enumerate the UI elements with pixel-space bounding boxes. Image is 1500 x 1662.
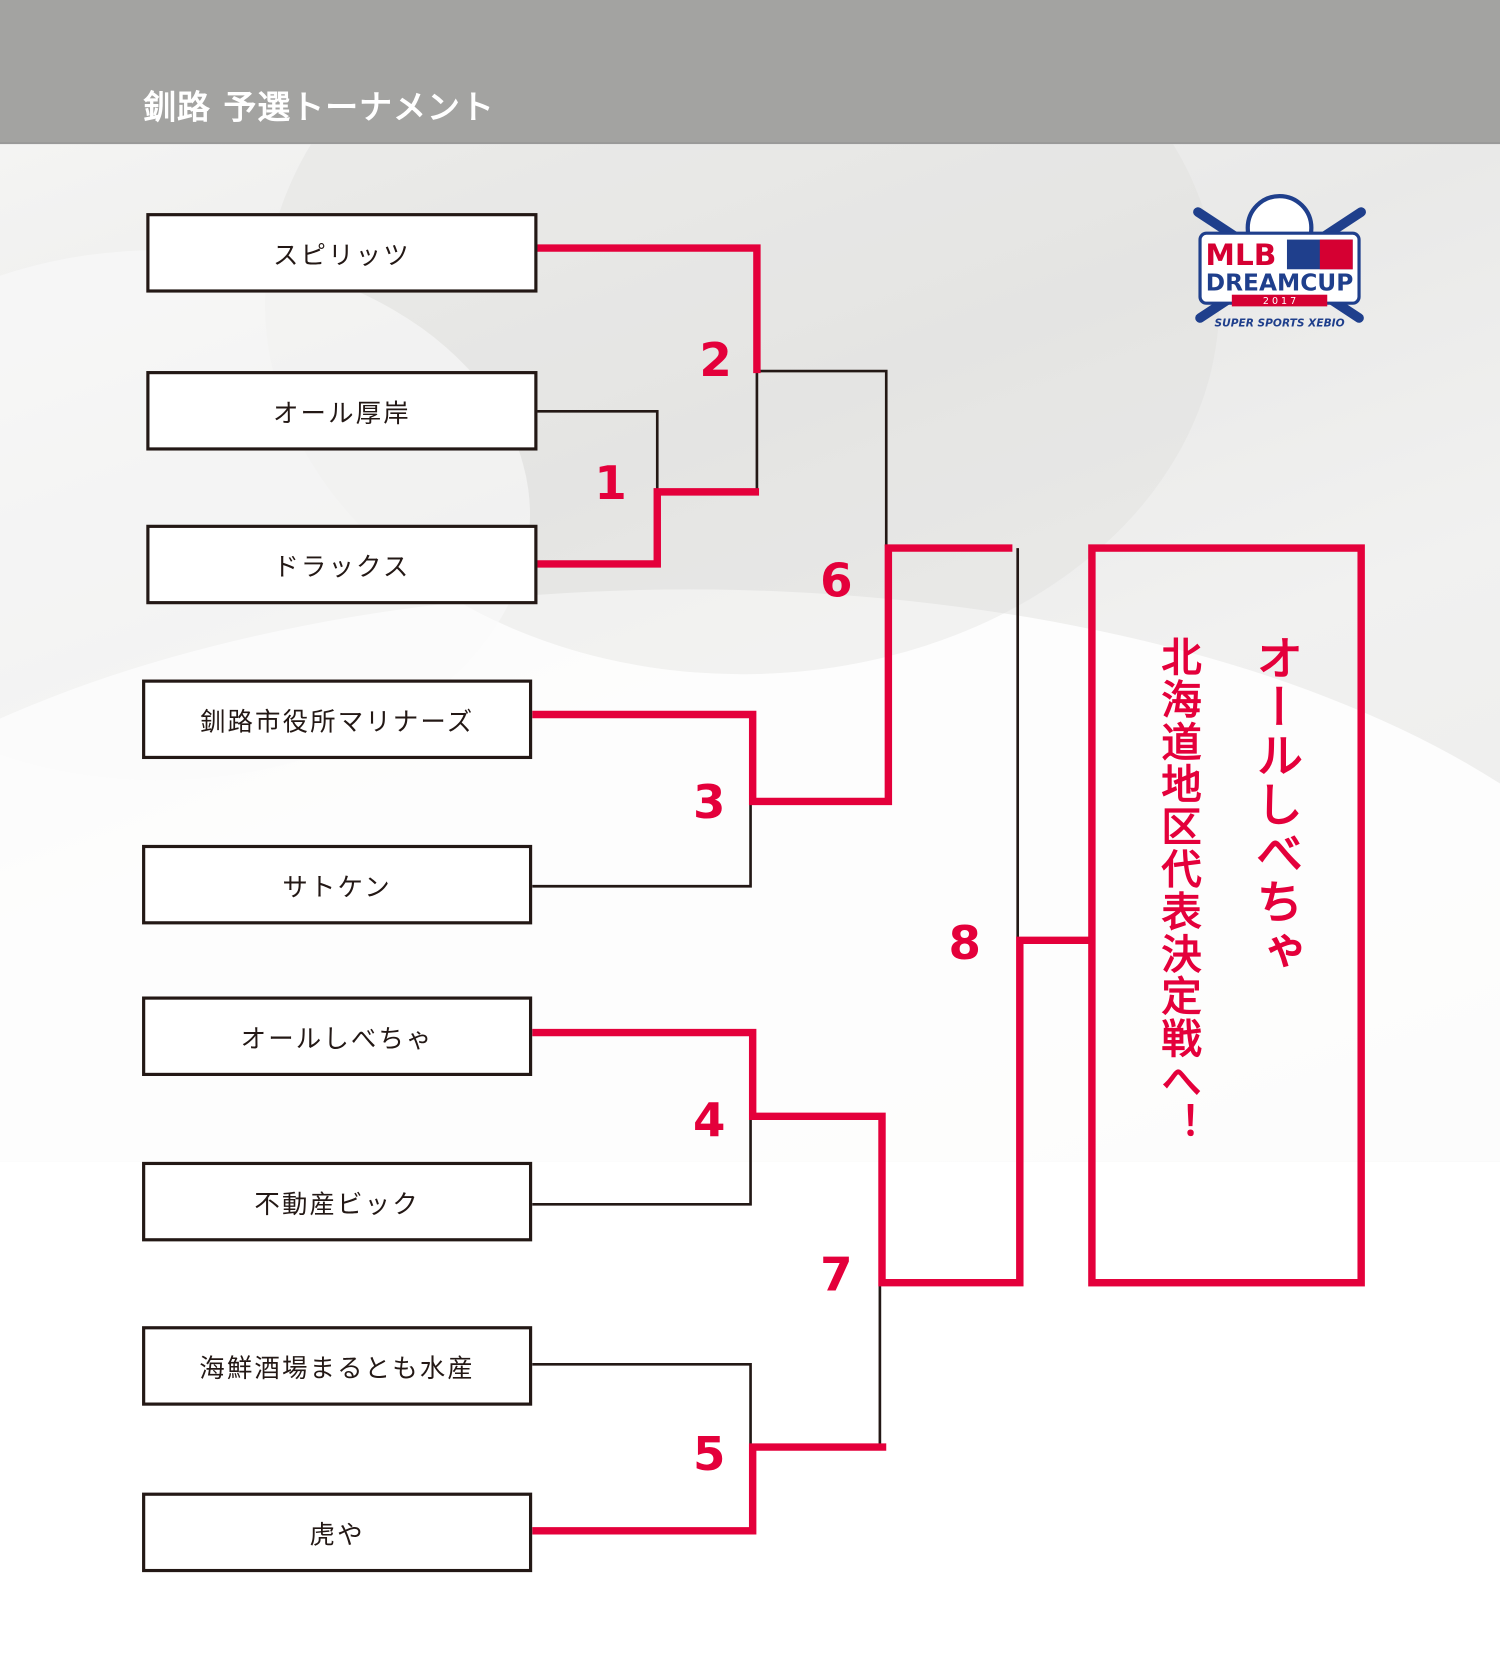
winner-name: オールしべちゃ — [1247, 633, 1302, 976]
loser-line — [755, 369, 888, 546]
loser-line — [532, 801, 752, 888]
team-box: スピリッツ — [146, 213, 538, 293]
match-number: 1 — [594, 456, 627, 511]
winner-line — [537, 244, 761, 374]
svg-text:SUPER SPORTS XEBIO: SUPER SPORTS XEBIO — [1214, 318, 1344, 330]
final-box — [1088, 544, 1365, 1287]
match-number: 4 — [692, 1093, 726, 1148]
match-number: 6 — [820, 553, 853, 608]
team-box: 不動産ビック — [142, 1161, 533, 1242]
match-number: 8 — [948, 916, 981, 971]
mlb-dreamcup-logo: MLB DREAMCUP 2 0 1 7 SUPER SPORTS XEBIO — [1193, 193, 1366, 330]
loser-line — [532, 1116, 752, 1206]
match-number: 5 — [692, 1427, 726, 1482]
page-title: 釧路 予選トーナメント — [143, 89, 495, 128]
team-box: ドラックス — [146, 524, 538, 605]
winner-line — [532, 936, 1092, 1287]
loser-line — [537, 409, 659, 490]
header-bar: 釧路 予選トーナメント — [0, 0, 1500, 145]
svg-text:2 0 1 7: 2 0 1 7 — [1263, 296, 1296, 307]
team-box: オールしべちゃ — [142, 996, 533, 1077]
team-box: 虎や — [142, 1492, 533, 1573]
team-box: サトケン — [142, 844, 533, 925]
team-box: 海鮮酒場まるとも水産 — [142, 1326, 533, 1406]
svg-text:DREAMCUP: DREAMCUP — [1206, 269, 1354, 296]
loser-line — [532, 1363, 752, 1445]
winner-line — [537, 488, 760, 568]
result-message: 北海道地区代表決定戦へ！ — [1154, 636, 1202, 1145]
match-number: 3 — [692, 775, 726, 830]
winner-line — [532, 1443, 887, 1535]
svg-text:MLB: MLB — [1205, 237, 1276, 272]
match-number: 7 — [820, 1248, 853, 1303]
match-number: 2 — [699, 333, 732, 388]
team-box: 釧路市役所マリナーズ — [142, 679, 533, 760]
winner-line — [532, 544, 1013, 806]
team-box: オール厚岸 — [146, 371, 538, 451]
